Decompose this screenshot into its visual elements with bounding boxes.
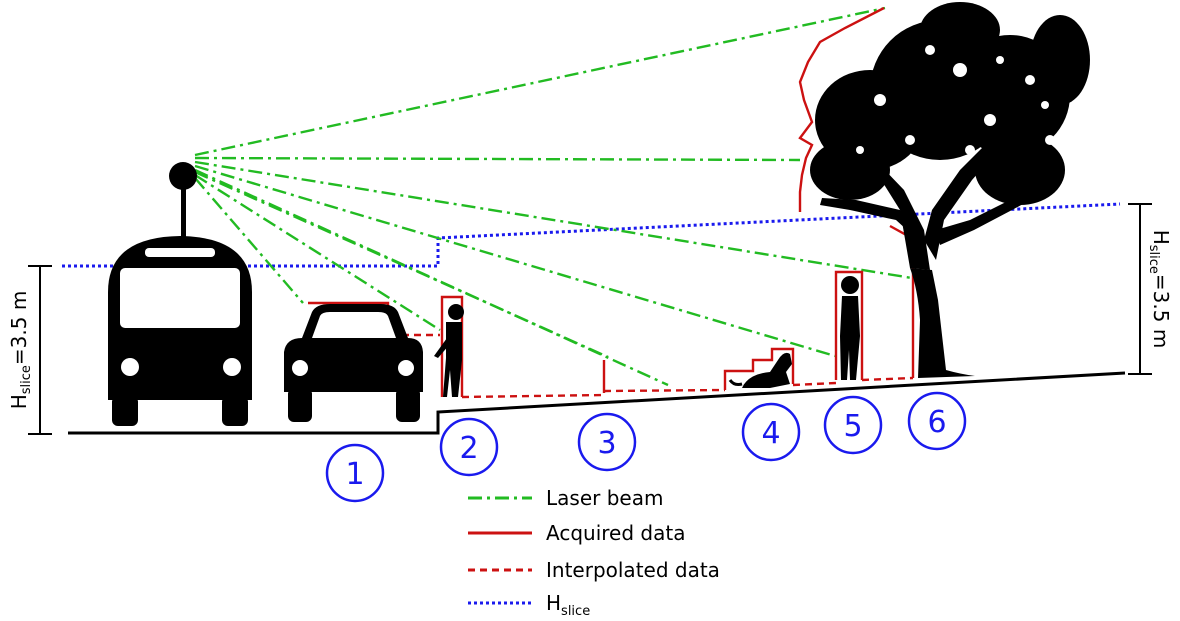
marker-2: 2: [439, 417, 499, 477]
marker-3: 3: [577, 412, 637, 472]
svg-text:Interpolated data: Interpolated data: [546, 558, 720, 582]
lidar-sensor-icon: [169, 162, 197, 238]
dog-icon: [728, 352, 792, 388]
tree-icon: [810, 2, 1090, 378]
legend: Laser beam Acquired data Interpolated da…: [468, 486, 720, 619]
tree-foliage-gaps: [856, 45, 1055, 180]
bus-icon: [108, 236, 252, 426]
marker-6: 6: [907, 391, 967, 451]
svg-text:3: 3: [597, 426, 616, 461]
svg-text:2: 2: [459, 431, 478, 466]
car-icon: [284, 304, 423, 422]
marker-5: 5: [823, 395, 883, 455]
legend-item-acquired: Acquired data: [468, 521, 685, 545]
legend-item-interpolated: Interpolated data: [468, 558, 720, 582]
person-icon: [434, 304, 464, 397]
svg-text:5: 5: [843, 409, 862, 444]
tree-foliage: [810, 2, 1090, 205]
marker-1: 1: [325, 443, 385, 503]
height-label-right: Hslice=3.5 m: [1146, 230, 1173, 349]
height-dimension-right: [1128, 203, 1152, 375]
legend-item-hslice: Hslice: [468, 591, 590, 619]
person-standing-icon: [840, 276, 860, 380]
interpolated-data: [402, 333, 914, 399]
svg-text:Acquired data: Acquired data: [546, 521, 685, 545]
svg-text:1: 1: [345, 457, 364, 492]
legend-item-laser: Laser beam: [468, 486, 663, 510]
hslice-line: [62, 202, 1121, 268]
svg-text:6: 6: [927, 405, 946, 440]
height-dimension-left: [28, 265, 52, 435]
svg-text:4: 4: [761, 416, 780, 451]
svg-text:Hslice: Hslice: [546, 591, 590, 619]
marker-4: 4: [741, 402, 801, 462]
height-label-left: Hslice=3.5 m: [7, 291, 34, 410]
ground-line: [68, 371, 1126, 435]
laser-beams: [194, 6, 913, 387]
svg-text:Laser beam: Laser beam: [546, 486, 663, 510]
